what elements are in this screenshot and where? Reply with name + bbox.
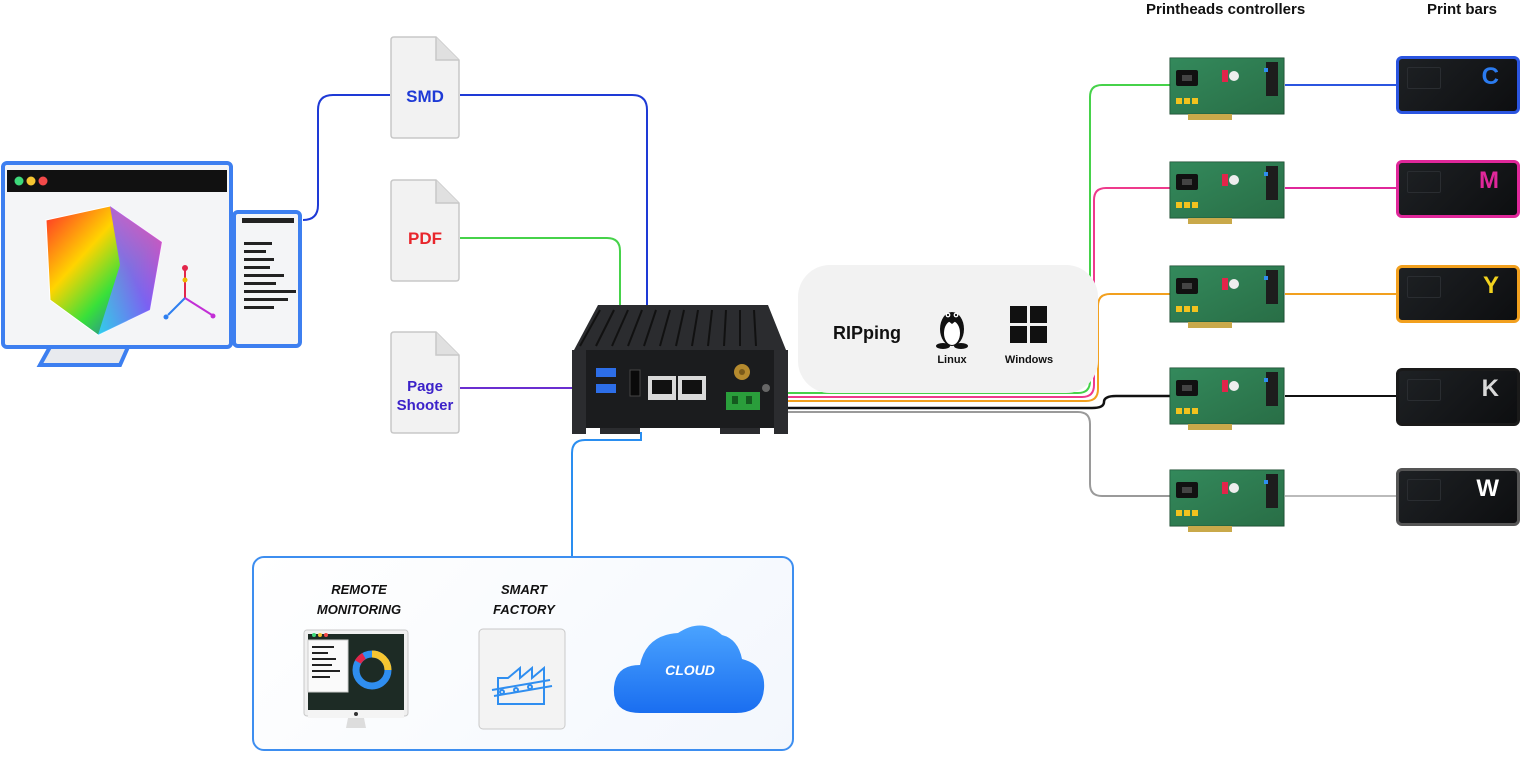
cloud-label: CLOUD xyxy=(665,662,715,678)
smart-factory-caption-line1: SMART xyxy=(501,582,547,597)
remote-monitoring-caption-line1: REMOTE xyxy=(331,582,387,597)
print-bar-y: Y xyxy=(1396,265,1520,323)
circuit-board-icon xyxy=(1169,161,1285,224)
circuit-board-icon xyxy=(1169,57,1285,120)
print-bar-letter: K xyxy=(1481,375,1499,402)
windows-logo-icon xyxy=(1010,306,1047,343)
wire-pdf xyxy=(460,237,621,305)
circuit-board-icon xyxy=(1169,469,1285,532)
monitor-icon xyxy=(1,161,233,367)
printhead-controller-board xyxy=(1168,366,1286,432)
bar-detail xyxy=(1407,67,1441,89)
wire-k xyxy=(778,394,1170,410)
text-document-icon xyxy=(232,210,302,348)
industrial-pc-icon xyxy=(572,305,788,434)
smd-label: SMD xyxy=(406,87,444,106)
printhead-controller-board xyxy=(1168,264,1286,330)
windows-label: Windows xyxy=(1004,354,1054,366)
print-bar-m: M xyxy=(1396,160,1520,218)
circuit-board-icon xyxy=(1169,265,1285,328)
remote-monitoring-caption-line2: MONITORING xyxy=(316,602,402,617)
print-bar-letter: M xyxy=(1479,167,1499,194)
wire-w xyxy=(778,411,1170,497)
file-icon xyxy=(390,179,460,282)
print-bar-c: C xyxy=(1396,56,1520,114)
printhead-controller-board xyxy=(1168,468,1286,534)
ripping-panel: RIPping Linux Windows xyxy=(798,265,1098,393)
ripping-title: RIPping xyxy=(833,323,901,343)
bar-detail xyxy=(1407,479,1441,501)
print-bars-title: Print bars xyxy=(1427,1,1498,18)
page-shooter-label-line1: Page xyxy=(407,378,443,395)
print-bar-letter: C xyxy=(1481,63,1499,90)
industrial-pc xyxy=(570,300,790,438)
file-icon xyxy=(390,331,460,434)
wire-cloud xyxy=(571,432,642,556)
printhead-controller-board xyxy=(1168,56,1286,122)
workstation-monitor xyxy=(0,160,240,375)
linux-label: Linux xyxy=(937,354,967,366)
bar-detail xyxy=(1407,276,1441,298)
print-bar-letter: Y xyxy=(1482,272,1499,299)
bar-detail xyxy=(1407,171,1441,193)
smart-factory-icon xyxy=(478,628,566,730)
smart-factory-caption-line2: FACTORY xyxy=(493,602,555,617)
file-icon xyxy=(390,36,460,139)
document-window xyxy=(232,210,304,348)
services-panel: REMOTE MONITORING SMART FACTORY xyxy=(252,556,794,751)
pdf-file: PDF xyxy=(390,179,460,282)
print-bar-w: W xyxy=(1396,468,1520,526)
remote-monitoring-icon xyxy=(303,629,409,728)
print-bar-letter: W xyxy=(1476,475,1499,502)
wire-c xyxy=(778,84,1170,394)
bar-detail xyxy=(1407,379,1441,401)
printhead-controller-board xyxy=(1168,160,1286,226)
printheads-controllers-title: Printheads controllers xyxy=(1146,1,1306,18)
smd-file: SMD xyxy=(390,36,460,139)
pdf-label: PDF xyxy=(408,229,442,248)
page-shooter-file: Page Shooter xyxy=(390,331,460,434)
page-shooter-label-line2: Shooter xyxy=(396,397,454,414)
print-bar-k: K xyxy=(1396,368,1520,426)
wire-smd xyxy=(302,94,648,305)
wire-y xyxy=(778,293,1170,402)
circuit-board-icon xyxy=(1169,367,1285,430)
cloud-icon xyxy=(613,625,765,713)
linux-tux-icon xyxy=(936,312,968,349)
